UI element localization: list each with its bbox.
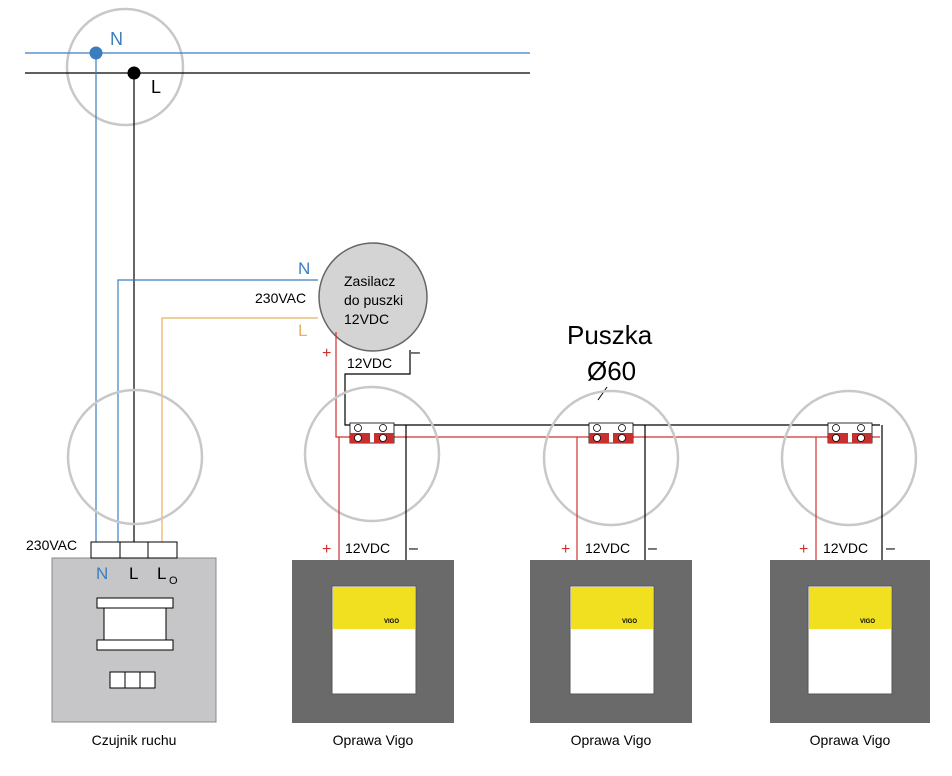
sensor-relay-body	[103, 607, 167, 641]
fixture-caption: Oprawa Vigo	[333, 732, 414, 748]
fixture-minus-label: –	[886, 540, 895, 557]
fixture-brand-logo: VIGO	[860, 619, 875, 625]
fixture-yellow-panel	[809, 587, 891, 629]
sensor-switch-cell	[109, 671, 126, 689]
fixture-2: + 12VDC – VIGO Oprawa Vigo	[530, 389, 692, 748]
fixture-plus-label: +	[799, 541, 808, 558]
junction-terminal	[588, 422, 634, 444]
sensor-terminal-lo-sub: O	[169, 575, 178, 587]
sensor-feed-wires	[95, 53, 318, 542]
fixture-plus-label: +	[561, 541, 570, 558]
terminal-screw	[857, 424, 865, 432]
fixture-box-circle	[303, 385, 441, 523]
sensor-terminal-lo: L	[157, 564, 166, 583]
fixture-3: + 12VDC – VIGO Oprawa Vigo	[770, 389, 930, 748]
mains-junction: N L	[25, 7, 530, 127]
psu-plus-label: +	[322, 345, 331, 362]
terminal-screw	[379, 424, 387, 432]
fixture-minus-label: –	[409, 540, 418, 557]
sensor-relay-bottom	[96, 639, 174, 651]
psu-line3: 12VDC	[344, 311, 389, 327]
sensor-switch-cell	[124, 671, 141, 689]
motion-sensor: 230VAC N L L O Czujnik ruchu	[26, 388, 217, 748]
junction-box-leader	[597, 386, 608, 401]
terminal-screw	[618, 434, 626, 442]
sensor-relay-top	[96, 597, 174, 609]
fixture-voltage-label: 12VDC	[823, 540, 868, 556]
terminal-screw	[618, 424, 626, 432]
psu-switched-wire	[161, 317, 318, 542]
negative-bus-wire	[344, 350, 880, 426]
junction-terminal	[349, 422, 395, 444]
psu-line2: do puszki	[344, 292, 403, 308]
junction-box-title: Puszka Ø60	[567, 320, 653, 401]
fixture-plus-label: +	[322, 541, 331, 558]
power-supply: Zasilacz do puszki 12VDC 230VAC N L + – …	[255, 242, 428, 371]
junction-box-name: Puszka	[567, 320, 653, 350]
sensor-terminal-n: N	[96, 564, 108, 583]
fixture-yellow-panel	[333, 587, 415, 629]
dc-bus	[335, 332, 880, 438]
fixture-1: + 12VDC – VIGO Oprawa Vigo	[292, 385, 454, 748]
sensor-caption: Czujnik ruchu	[92, 732, 177, 748]
sensor-voltage-label: 230VAC	[26, 537, 77, 553]
fixture-box-circle	[542, 389, 680, 527]
fixture-minus-label: –	[648, 540, 657, 557]
positive-bus-wire	[335, 332, 880, 438]
psu-body	[318, 242, 428, 352]
psu-n-label: N	[298, 259, 310, 278]
psu-line1: Zasilacz	[344, 273, 395, 289]
sensor-switch-cell	[139, 671, 156, 689]
fixture-caption: Oprawa Vigo	[571, 732, 652, 748]
terminal-screw	[593, 424, 601, 432]
terminal-screw	[832, 424, 840, 432]
mains-n-label: N	[110, 29, 123, 49]
terminal-screw	[379, 434, 387, 442]
fixture-voltage-label: 12VDC	[585, 540, 630, 556]
junction-terminal	[827, 422, 873, 444]
junction-box-diameter: Ø60	[587, 356, 636, 386]
fixture-brand-logo: VIGO	[384, 619, 399, 625]
terminal-screw	[354, 434, 362, 442]
psu-neutral-wire	[117, 279, 318, 542]
mains-box-circle	[65, 7, 185, 127]
psu-output-label: 12VDC	[347, 355, 392, 371]
psu-l-label: L	[298, 321, 307, 340]
mains-l-label: L	[151, 77, 161, 97]
terminal-screw	[857, 434, 865, 442]
sensor-terminal-l: L	[129, 564, 138, 583]
fixture-brand-logo: VIGO	[622, 619, 637, 625]
terminal-screw	[354, 424, 362, 432]
psu-input-label: 230VAC	[255, 290, 306, 306]
psu-minus-label: –	[411, 344, 420, 361]
fixture-caption: Oprawa Vigo	[810, 732, 891, 748]
sensor-terminal-block	[90, 541, 178, 559]
terminal-screw	[832, 434, 840, 442]
fixture-voltage-label: 12VDC	[345, 540, 390, 556]
sensor-box-circle	[66, 388, 204, 526]
fixture-box-circle	[780, 389, 918, 527]
fixture-yellow-panel	[571, 587, 653, 629]
terminal-screw	[593, 434, 601, 442]
